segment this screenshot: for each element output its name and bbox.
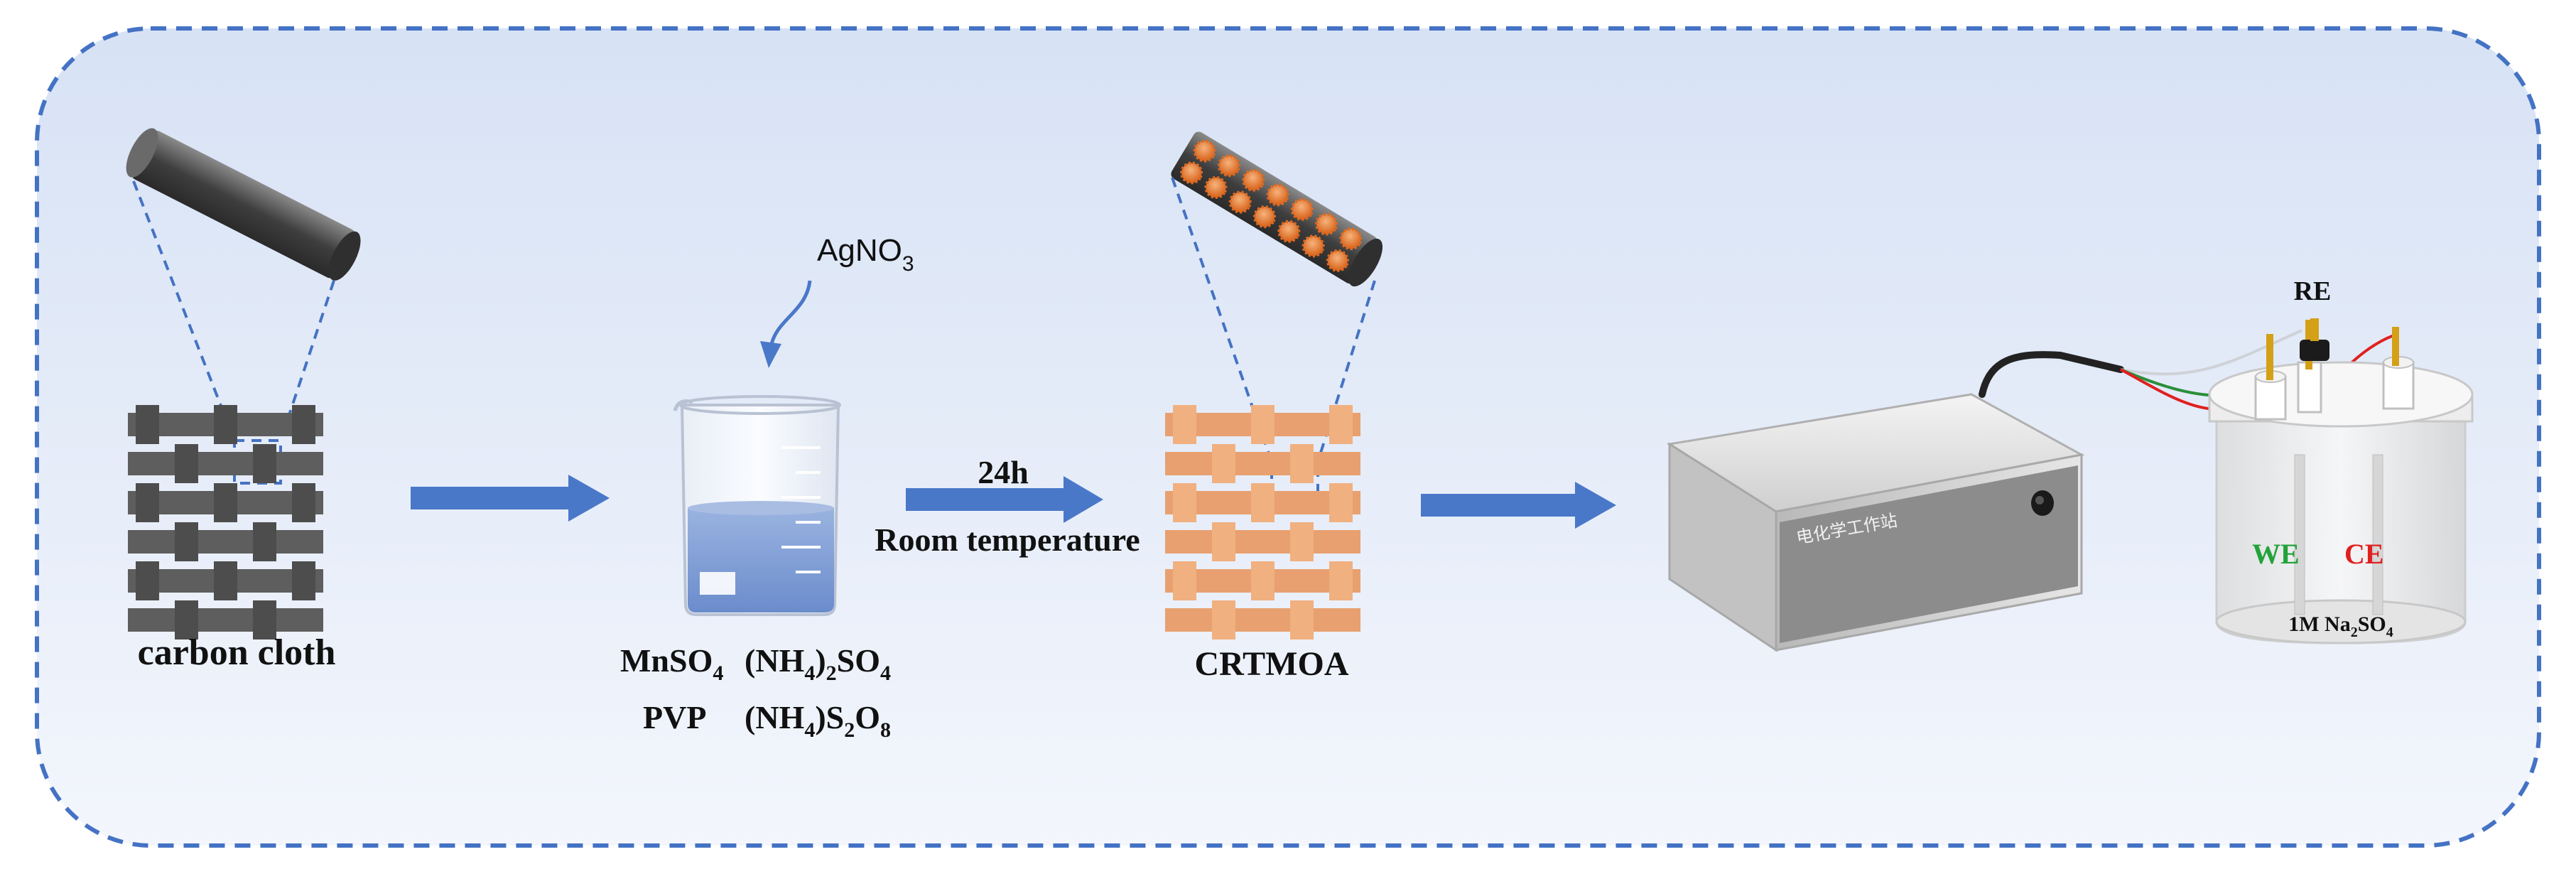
process-arrow-2 (906, 476, 1103, 523)
weave-strip-vertical (1251, 561, 1275, 600)
weave-strip-vertical (1329, 483, 1353, 522)
weave-strip-vertical (1212, 444, 1235, 483)
process-arrow-1 (411, 475, 610, 522)
weave-strip-vertical (253, 444, 276, 483)
carbon-cloth-label: carbon cloth (138, 632, 336, 673)
weave-strip-vertical (1290, 444, 1314, 483)
nanoparticle (1180, 161, 1203, 185)
nanoparticle (1290, 198, 1314, 221)
weave-strip-vertical (1329, 561, 1353, 600)
weave-strip-vertical (175, 444, 198, 483)
weave-strip-vertical (292, 483, 315, 522)
weave-strip-vertical (214, 405, 237, 444)
pvp-label: PVP (643, 699, 706, 735)
weave-strip-vertical (1329, 405, 1353, 444)
weave-strip-vertical (1290, 522, 1314, 561)
weave-strip-vertical (253, 522, 276, 561)
weave-strip-vertical (136, 561, 159, 600)
agno3-addition-arrow (760, 280, 812, 368)
reaction-condition-label: Room temperature (875, 522, 1140, 558)
ammonium-sulfate-label: (NH4)2SO4 (745, 642, 891, 685)
weave-strip-vertical (1251, 405, 1275, 444)
weave-strip-vertical (1173, 483, 1196, 522)
weave-strip-vertical (214, 483, 237, 522)
beaker-icon (673, 395, 841, 616)
nanoparticle (1253, 205, 1277, 229)
electrochemical-workstation-icon (1666, 393, 2085, 652)
weave-strip-vertical (1173, 561, 1196, 600)
carbon-cloth-icon (128, 405, 323, 639)
weave-strip-vertical (214, 561, 237, 600)
weave-strip-vertical (175, 522, 198, 561)
ce-label: CE (2344, 538, 2384, 570)
background-panel (35, 26, 2541, 848)
process-arrow-3 (1421, 482, 1616, 529)
weave-strip-vertical (1212, 522, 1235, 561)
weave-strip-vertical (1251, 483, 1275, 522)
nanoparticle (1315, 212, 1338, 236)
nanoparticle (1193, 139, 1216, 163)
ammonium-persulfate-label: (NH4)S2O8 (745, 699, 891, 742)
crtmoa-cloth-icon (1165, 405, 1360, 639)
weave-strip-horizontal (128, 452, 323, 475)
agno3-label: AgNO3 (817, 233, 914, 276)
we-label: WE (2252, 538, 2300, 570)
nanoparticle (1242, 168, 1265, 192)
weave-strip-vertical (253, 600, 276, 639)
electrolyte-label: 1M Na2SO4 (2288, 612, 2393, 640)
mnso4-label: MnSO4 (620, 642, 723, 685)
weave-strip-vertical (1290, 600, 1314, 639)
weave-strip-horizontal (1165, 608, 1360, 632)
nanoparticle (1301, 234, 1325, 258)
weave-strip-vertical (136, 405, 159, 444)
carbon-fiber-rod-icon (126, 128, 361, 281)
weave-strip-vertical (175, 600, 198, 639)
re-label: RE (2294, 276, 2332, 306)
weave-strip-vertical (292, 561, 315, 600)
weave-strip-horizontal (128, 608, 323, 632)
weave-strip-vertical (1212, 600, 1235, 639)
weave-strip-horizontal (1165, 530, 1360, 554)
weave-strip-vertical (136, 483, 159, 522)
three-electrode-cell-icon (2208, 318, 2474, 644)
weave-strip-vertical (1173, 405, 1196, 444)
weave-strip-horizontal (1165, 452, 1360, 475)
reaction-time-label: 24h (978, 454, 1029, 490)
crtmoa-label: CRTMOA (1195, 645, 1349, 683)
weave-strip-vertical (292, 405, 315, 444)
coated-fiber-rod-icon (1171, 131, 1383, 287)
nanoparticle (1228, 190, 1252, 214)
weave-strip-horizontal (128, 530, 323, 554)
